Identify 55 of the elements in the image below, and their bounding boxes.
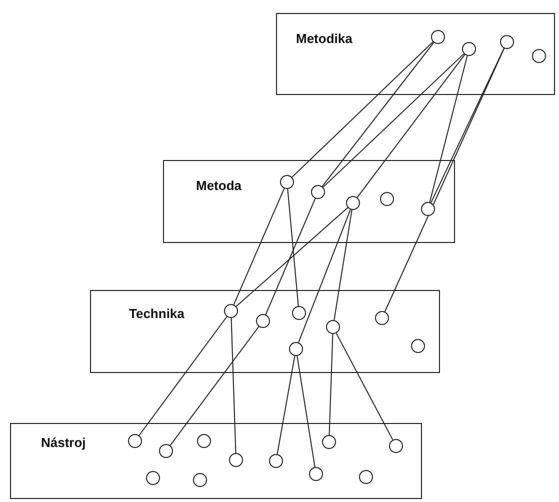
circle-node <box>462 42 476 56</box>
circle-node <box>280 174 294 189</box>
layer-box <box>10 423 422 499</box>
circle-node <box>346 196 360 210</box>
connector-line <box>328 334 334 436</box>
circle-node <box>500 34 514 49</box>
connector-line <box>298 209 351 343</box>
connector-line <box>334 209 352 321</box>
circle-node <box>380 192 394 206</box>
connector-line <box>296 355 316 468</box>
connector-line <box>170 326 260 446</box>
circle-node <box>158 444 173 458</box>
connector-line <box>138 316 228 436</box>
connector-line <box>430 48 504 204</box>
connector-line <box>292 41 434 178</box>
circle-node <box>228 452 243 467</box>
circle-node <box>192 472 207 487</box>
connector-line <box>384 48 505 312</box>
layer-label: Nástroj <box>41 435 86 450</box>
circle-node <box>310 184 325 199</box>
connector-line <box>265 198 316 316</box>
connector-line <box>429 55 468 203</box>
layer-box <box>90 290 440 373</box>
layer-label: Metoda <box>196 178 242 193</box>
layer-box <box>163 160 455 243</box>
connector-line <box>233 188 285 306</box>
layer-label: Technika <box>129 306 184 321</box>
circle-node <box>224 304 238 318</box>
circle-node <box>196 434 211 448</box>
circle-node <box>532 48 546 63</box>
layer-box <box>276 13 555 95</box>
connector-line <box>336 332 394 440</box>
connector-line <box>322 42 434 187</box>
connector-line <box>236 207 348 307</box>
layer-label: Metodika <box>296 31 352 46</box>
circle-node <box>374 310 389 325</box>
connector-line <box>356 54 466 198</box>
circle-node <box>326 320 340 334</box>
connector-line <box>276 355 296 455</box>
connector-line <box>287 188 299 307</box>
circle-node <box>430 30 445 44</box>
circle-node <box>388 438 403 453</box>
circle-node <box>288 342 303 356</box>
circle-node <box>146 470 160 485</box>
circle-node <box>268 454 283 468</box>
circle-node <box>410 338 425 353</box>
circle-node <box>358 470 373 484</box>
circle-node <box>420 202 435 216</box>
circle-node <box>128 434 142 448</box>
connector-line <box>322 53 464 188</box>
circle-node <box>322 434 336 449</box>
circle-node <box>308 466 323 481</box>
connector-line <box>230 318 236 454</box>
circle-node <box>292 306 306 320</box>
circle-node <box>256 314 270 328</box>
